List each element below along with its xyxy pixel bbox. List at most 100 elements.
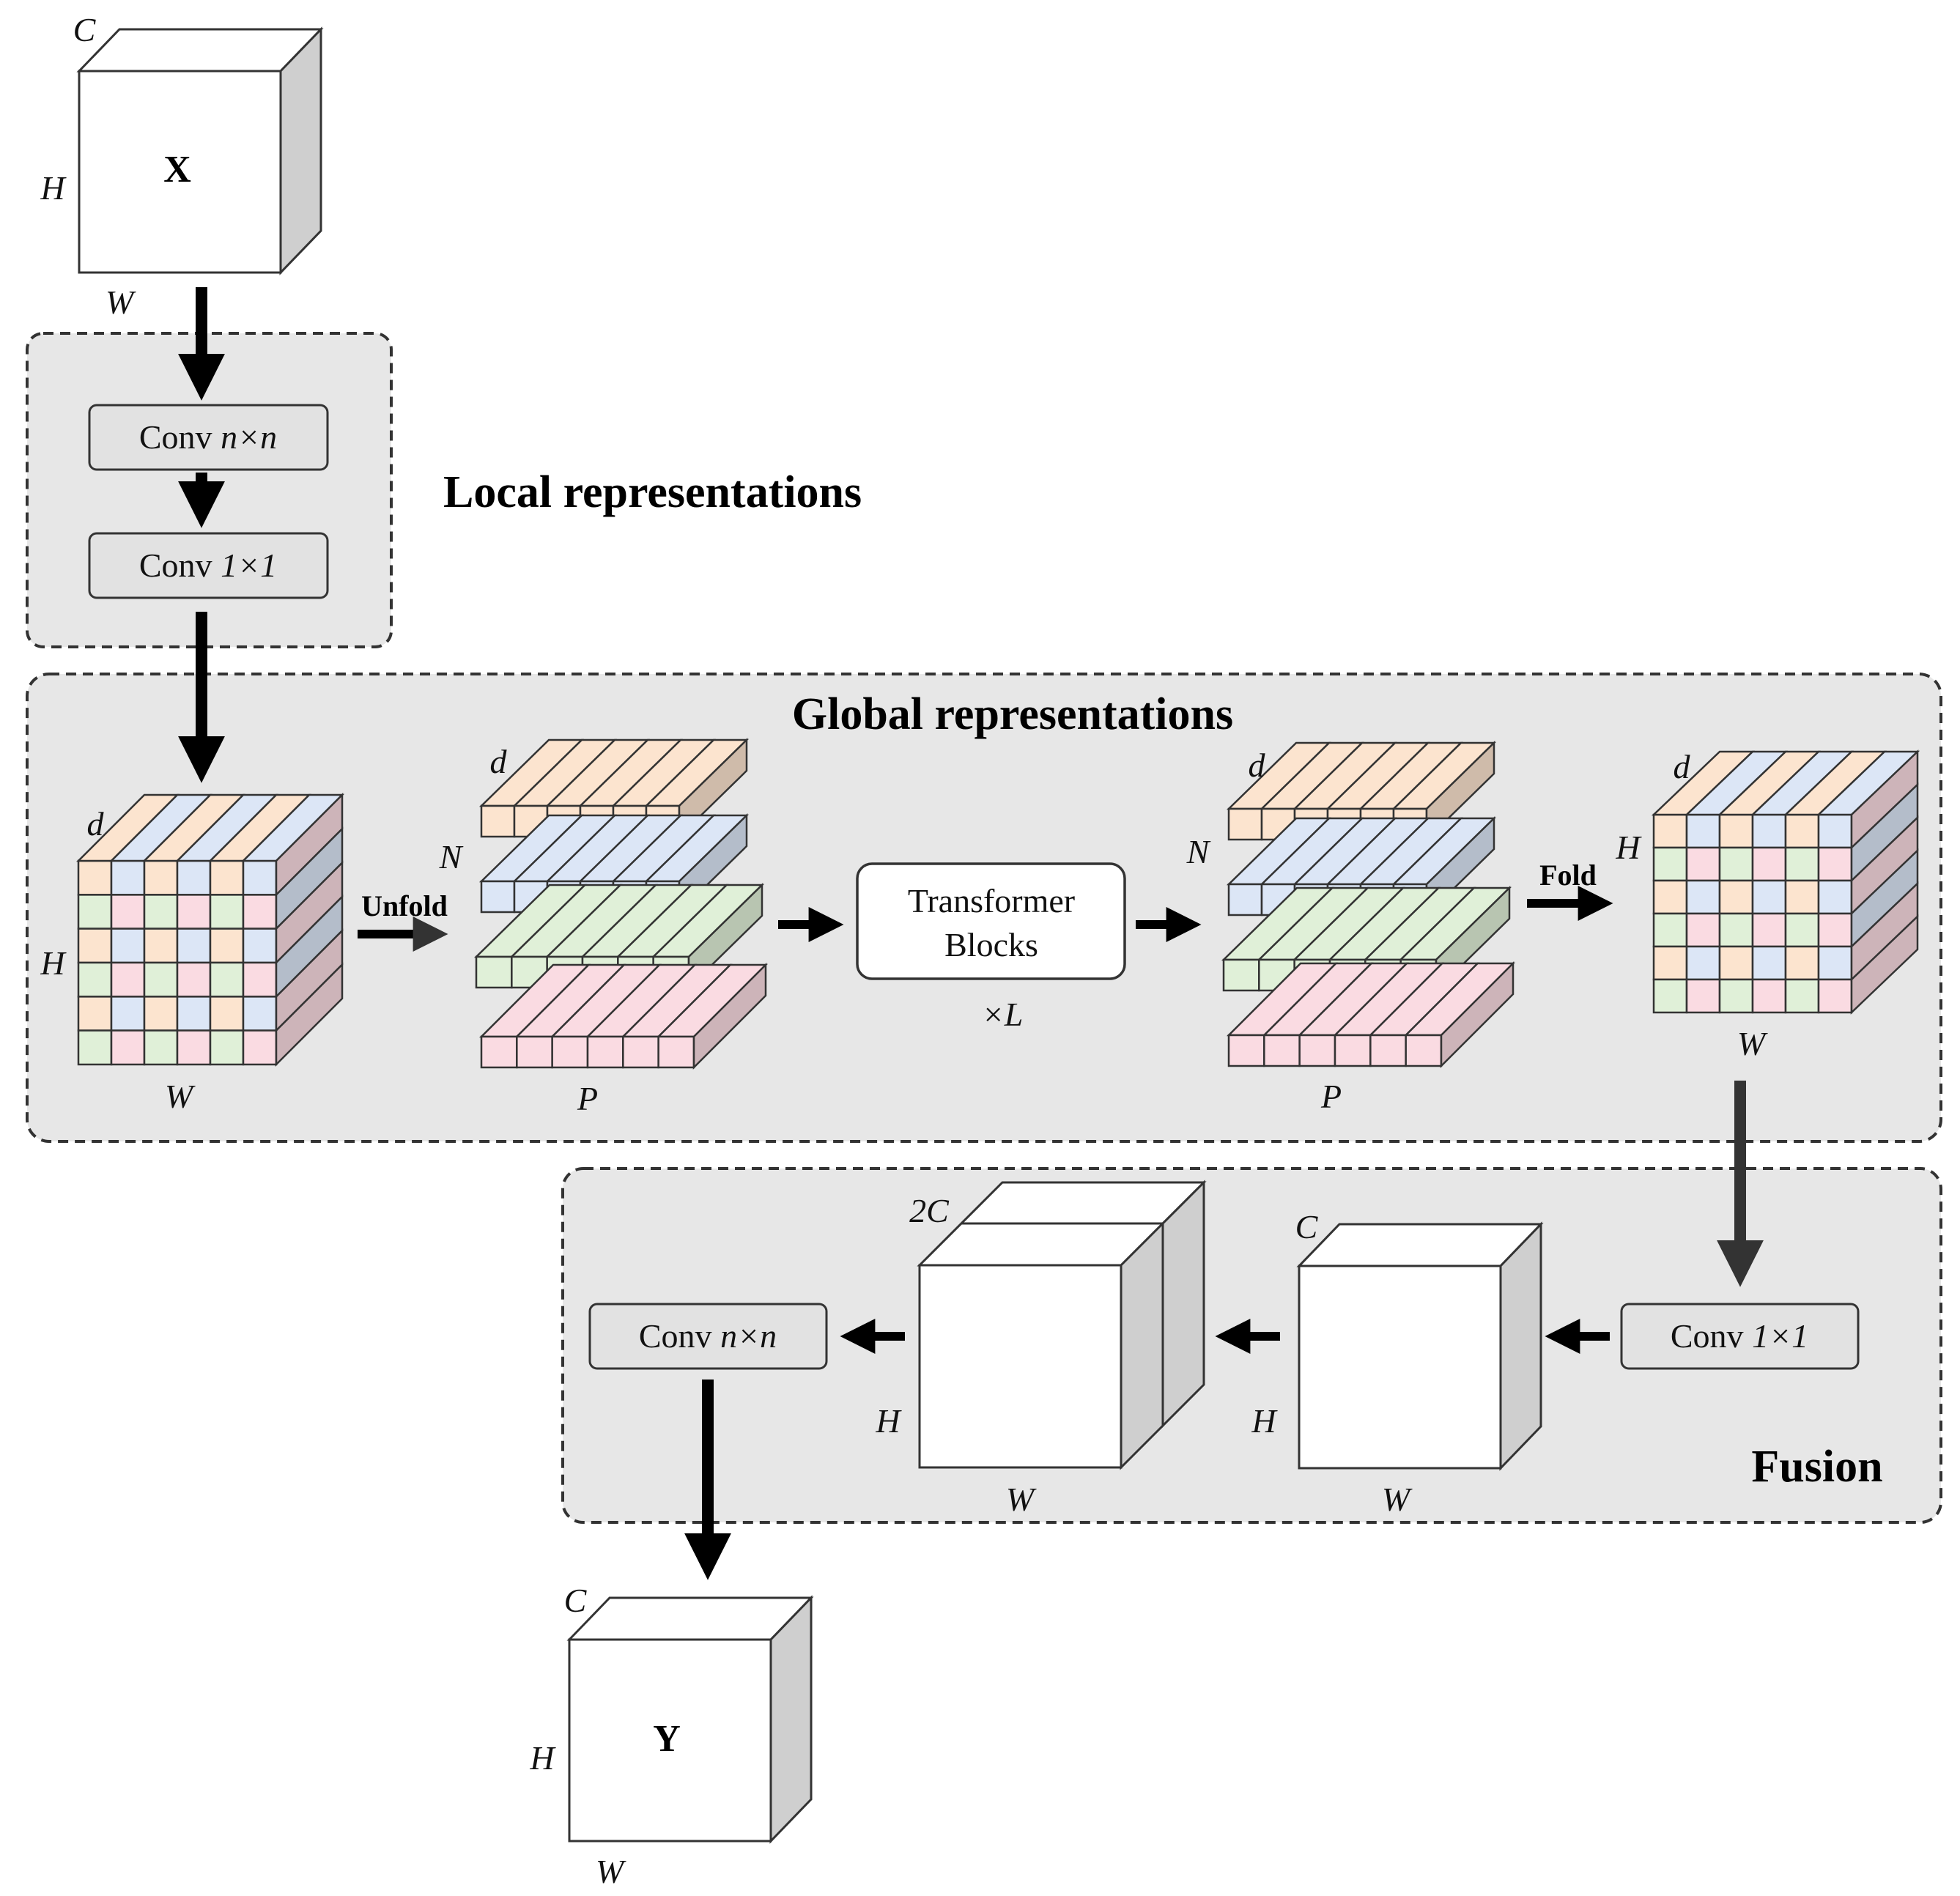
slab-front-cell [551,1035,589,1069]
fusion-cube-c-dim-c: C [1295,1208,1319,1245]
patches-in-dim-n: N [439,838,464,875]
slab-front-cell [657,1035,695,1069]
patches-in-dim-p: P [577,1080,598,1117]
patches-out-dim-p: P [1320,1078,1342,1115]
slab-front-cell [1227,1034,1265,1067]
grid-cell [1817,978,1853,1014]
fusion-cube-c [1296,1221,1544,1471]
grid-cell [1817,945,1853,981]
slab-front-cell [1405,1034,1443,1067]
output-dim-h: H [529,1739,556,1777]
patch-slabs-input [473,738,769,1070]
grid-cell [1817,912,1853,948]
grid-cell [143,927,179,964]
output-cube-label: Y [653,1718,681,1760]
grid-cell [77,927,113,964]
fusion-conv-1x1-box[interactable] [1620,1303,1860,1370]
grid-cell [1784,879,1820,915]
grid-cell [143,996,179,1032]
fusion-cube-c-dim-w: W [1382,1481,1413,1518]
grid-cell [209,1029,245,1066]
grid-cell [1817,846,1853,882]
slab-front-cell [516,1035,553,1069]
slab-side [1440,960,1515,1069]
grid-cell [209,996,245,1032]
transformer-repeat-label: ×L [982,996,1024,1033]
fusion-conv-1x1-label: Conv 1×1 [1671,1317,1808,1355]
transformer-label-line2: Blocks [944,926,1038,963]
fusion-conv-nxn-box[interactable] [588,1303,828,1370]
grid-cell [1718,879,1754,915]
patches-out-dim-d: d [1249,747,1266,784]
grid-cell [1652,978,1688,1014]
grid-out-dim-h: H [1615,829,1642,866]
grid-cell [1751,978,1787,1014]
slab-front-cell [1222,958,1260,992]
grid-cell [110,996,146,1032]
grid-cell [176,894,212,930]
output-dim-c: C [564,1582,588,1619]
grid-cell [143,859,179,896]
grid-side-stripe [275,962,344,1067]
grid-cell [1685,945,1721,981]
fusion-cube-2c-dim-c: 2C [909,1192,950,1229]
fusion-cube-2c-dim-h: H [875,1402,902,1440]
grid-in-dim-w: W [165,1078,196,1115]
grid-cell [176,1029,212,1066]
local-conv-nxn-box[interactable] [88,404,329,471]
grid-cell [1784,813,1820,849]
grid-cell [242,961,278,998]
fusion-conv-nxn-label: Conv n×n [639,1317,777,1355]
slab-front-cell [480,1035,518,1069]
grid-cell [1751,846,1787,882]
input-cube [76,26,324,275]
global-title: Global representations [792,689,1233,739]
fusion-title: Fusion [1751,1442,1882,1492]
patch-slabs-output [1221,741,1516,1069]
fusion-cube-2c-dim-w: W [1006,1481,1037,1518]
grid-side-stripe [1850,914,1919,1015]
grid-cell [1784,912,1820,948]
grid-cell [1817,813,1853,849]
local-conv-1x1-label: Conv 1×1 [139,547,277,584]
grid-cell [1751,879,1787,915]
grid-cell [1652,813,1688,849]
grid-cell [1652,846,1688,882]
grid-cell [242,927,278,964]
local-conv-1x1-box[interactable] [88,532,329,599]
grid-cell [209,927,245,964]
grid-cell [242,996,278,1032]
grid-cell [1817,879,1853,915]
transformer-label-line1: Transformer [908,882,1075,919]
slab-front-cell [1298,1034,1336,1067]
grid-cell [143,961,179,998]
grid-cell [209,894,245,930]
grid-cell [1751,912,1787,948]
grid-cell [110,894,146,930]
grid-cell [1652,945,1688,981]
slab-front-cell [475,955,513,989]
slab-front-cell [1263,1034,1301,1067]
grid-cube-input [75,792,345,1067]
grid-cell [1685,846,1721,882]
grid-cell [1685,912,1721,948]
grid-cell [77,859,113,896]
transformer-blocks-box[interactable] [856,862,1126,980]
grid-cell [1784,846,1820,882]
grid-cell [176,996,212,1032]
grid-cell [143,894,179,930]
grid-cell [77,1029,113,1066]
fusion-panel [561,1167,1942,1524]
local-panel [26,332,393,648]
grid-cell [176,961,212,998]
input-dim-h: H [40,169,67,207]
grid-cell [1718,846,1754,882]
fold-label: Fold [1539,859,1597,892]
grid-cell [1718,978,1754,1014]
grid-cell [110,1029,146,1066]
slab-front-cell [1334,1034,1372,1067]
grid-cell [110,859,146,896]
grid-cell [1784,945,1820,981]
grid-cell [1718,813,1754,849]
slab-front-cell [1227,807,1263,841]
